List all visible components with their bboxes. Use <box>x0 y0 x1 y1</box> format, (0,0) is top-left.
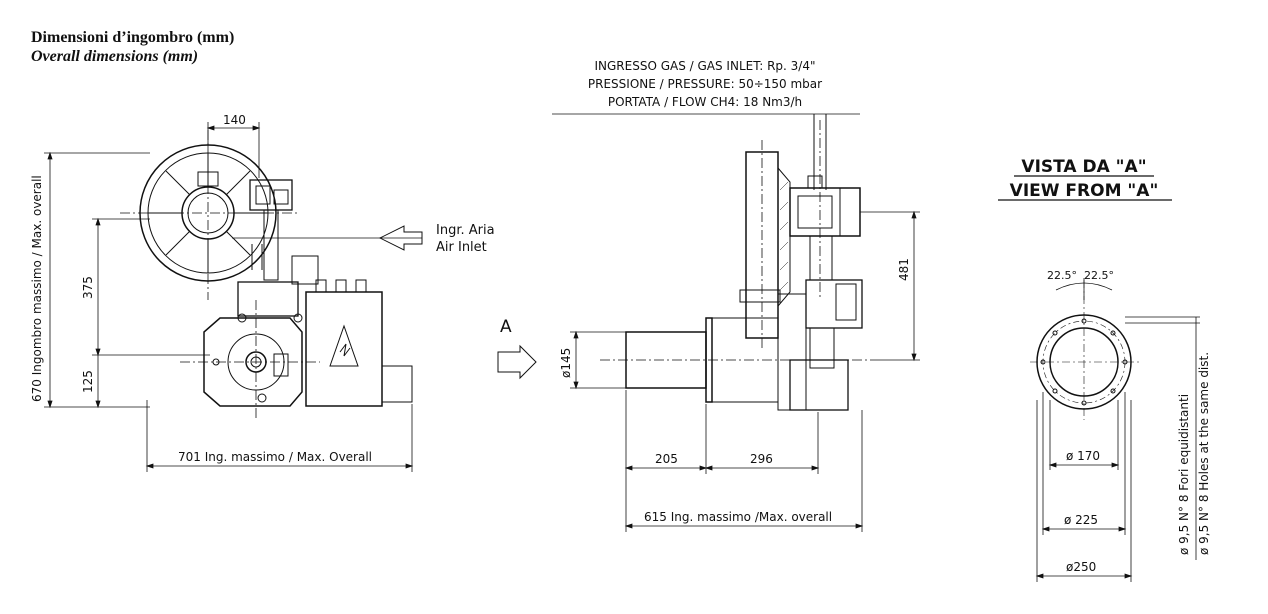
angle-1-label: 22.5° <box>1047 269 1077 282</box>
gas-inlet-pipe <box>813 114 827 190</box>
dim-170 <box>1048 400 1120 470</box>
view-a-title-it: VISTA DA "A" <box>1021 157 1146 177</box>
regulator-side <box>809 327 835 369</box>
gas-valve-coil <box>255 185 271 205</box>
dim-145-label: ø145 <box>559 348 573 378</box>
dim-701 <box>145 400 414 472</box>
centerlines-view-a <box>1030 280 1140 420</box>
bolt-2 <box>293 313 303 323</box>
centerlines-front <box>120 130 320 420</box>
dim-670 <box>44 151 150 409</box>
burner-body-side <box>777 293 807 411</box>
dim-481 <box>860 210 920 362</box>
dim-205-label: 205 <box>655 452 678 466</box>
motor-side <box>789 187 861 237</box>
dim-670-label: 670 Ingombro massimo / Max. overall <box>30 175 44 402</box>
dim-701-label: 701 Ing. massimo / Max. Overall <box>178 450 372 464</box>
dim-296-label: 296 <box>750 452 773 466</box>
front-view: 140 670 Ingombro massimo / Max. overall … <box>30 113 495 472</box>
title-italian: Dimensioni d’ingombro (mm) <box>31 29 235 46</box>
gas-valve-knob <box>273 189 289 205</box>
dim-125 <box>95 355 101 409</box>
dim-170-label: ø 170 <box>1066 449 1100 463</box>
motor-terminal <box>797 195 833 229</box>
valve-stack <box>809 235 833 281</box>
gas-pipe-vertical <box>263 209 279 281</box>
burner-plate <box>203 317 303 407</box>
dim-125-label: 125 <box>81 370 95 393</box>
view-a-title-en: VIEW FROM "A" <box>1010 181 1159 201</box>
cable-gland-2 <box>335 279 347 293</box>
ignition-electrode <box>273 353 289 377</box>
side-view: INGRESSO GAS / GAS INLET: Rp. 3/4" PRESS… <box>497 59 920 532</box>
dim-615-label: 615 Ing. massimo /Max. overall <box>644 510 832 524</box>
dim-140-label: 140 <box>223 113 246 127</box>
valve-body-side <box>805 279 863 329</box>
gas-info-line3: PORTATA / FLOW CH4: 18 Nm3/h <box>608 95 802 109</box>
bolt-3 <box>257 393 267 403</box>
mounting-bracket <box>739 289 781 303</box>
pressure-switch-side <box>835 283 857 321</box>
fan-hatching <box>779 181 789 291</box>
centerlines-side <box>600 120 880 361</box>
dim-481-label: 481 <box>897 258 911 281</box>
air-inlet-label-en: Air Inlet <box>436 240 487 255</box>
dim-145 <box>570 330 626 390</box>
holes-label-en: ø 9,5 N° 8 Holes at the same dist. <box>1197 352 1211 555</box>
motor-box <box>305 291 383 407</box>
dim-615 <box>624 410 864 532</box>
motor-gland <box>807 175 823 189</box>
drawing-title: Dimensioni d’ingombro (mm) Overall dimen… <box>31 28 234 66</box>
pressure-switch <box>291 255 319 285</box>
holes-leader <box>1125 316 1200 560</box>
holes-label-it: ø 9,5 N° 8 Fori equidistanti <box>1177 394 1191 555</box>
motor-capacitor <box>381 365 413 403</box>
air-pipe <box>251 244 263 270</box>
dim-375 <box>92 217 210 357</box>
warning-triangle <box>329 324 359 367</box>
dim-225-label: ø 225 <box>1064 513 1098 527</box>
view-a-letter: A <box>500 317 512 337</box>
cable-gland-1 <box>315 279 327 293</box>
control-box <box>237 281 299 317</box>
dim-375-label: 375 <box>81 276 95 299</box>
cable-gland-3 <box>355 279 367 293</box>
title-english: Overall dimensions (mm) <box>31 48 199 65</box>
gas-info-line1: INGRESSO GAS / GAS INLET: Rp. 3/4" <box>594 59 815 73</box>
lightning-symbol <box>339 343 351 357</box>
gas-info-line2: PRESSIONE / PRESSURE: 50÷150 mbar <box>588 77 822 91</box>
view-a-arrow <box>497 344 537 380</box>
fan-cone <box>777 167 791 307</box>
dim-225 <box>1041 392 1127 535</box>
dim-250-label: ø250 <box>1066 560 1096 574</box>
view-a: VISTA DA "A" VIEW FROM "A" 22.5° 22.5° <box>998 157 1211 582</box>
angle-2-label: 22.5° <box>1084 269 1114 282</box>
air-inlet-label-it: Ingr. Aria <box>436 223 495 238</box>
dim-205-296 <box>624 390 820 532</box>
bolt-1 <box>237 313 247 323</box>
dim-140 <box>206 122 261 178</box>
dim-250 <box>1035 400 1133 582</box>
